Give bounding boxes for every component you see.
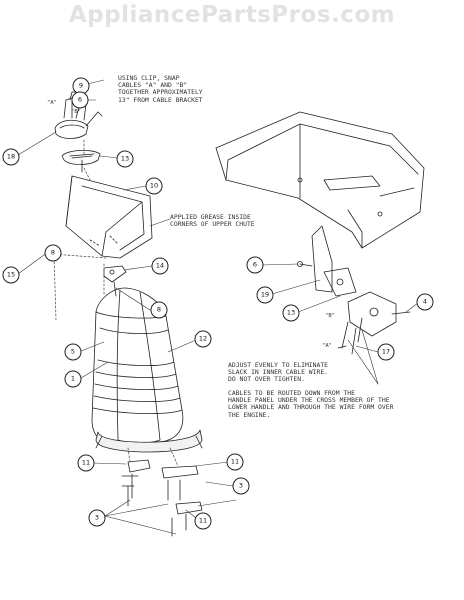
callout-11-right: 11	[226, 453, 244, 471]
callout-3-left: 3	[88, 509, 106, 527]
lower-chute	[91, 287, 184, 447]
cable-tag-a-right: "A"	[322, 343, 332, 349]
callout-18: 18	[2, 148, 20, 166]
cable-tag-a: "A"	[47, 100, 57, 106]
callout-5: 5	[64, 343, 82, 361]
callout-8: 8	[44, 244, 62, 262]
chute-keepers-hardware	[121, 459, 203, 537]
callout-4: 4	[416, 293, 434, 311]
deflector-knob-assembly	[54, 91, 103, 139]
callout-11-left: 11	[77, 454, 95, 472]
watermark: AppliancePartsPros.com	[68, 2, 396, 28]
cable-tag-b: "B"	[71, 109, 81, 115]
upper-chute	[65, 175, 153, 259]
callout-13: 13	[116, 150, 134, 168]
callout-11-bottom: 11	[194, 512, 212, 530]
chute-base-ring	[95, 429, 203, 453]
cable-tag-b-right: "B"	[325, 313, 335, 319]
routing-instruction-note: CABLES TO BE ROUTED DOWN FROM THE HANDLE…	[228, 389, 394, 419]
callout-1: 1	[64, 370, 82, 388]
mounting-bracket	[103, 265, 127, 297]
callout-3-right: 3	[232, 477, 250, 495]
adjust-instruction-note: ADJUST EVENLY TO ELIMINATE SLACK IN INNE…	[228, 361, 329, 384]
callout-10: 10	[145, 177, 163, 195]
callout-6-right: 6	[246, 256, 264, 274]
callout-13-right: 13	[282, 304, 300, 322]
callout-6: 6	[71, 91, 89, 109]
callout-12: 12	[194, 330, 212, 348]
callout-15: 15	[2, 266, 20, 284]
handle-panel	[215, 111, 425, 249]
callout-17: 17	[377, 343, 395, 361]
chute-crank-part	[61, 150, 101, 173]
callout-8-lower: 8	[150, 301, 168, 319]
callout-14: 14	[151, 257, 169, 275]
clip-instruction-note: USING CLIP, SNAP CABLES "A" AND "B" TOGE…	[118, 74, 203, 104]
handle-bracket	[297, 225, 357, 297]
cable-bracket	[337, 291, 411, 355]
grease-instruction-note: APPLIED GREASE INSIDE CORNERS OF UPPER C…	[170, 213, 255, 229]
callout-19: 19	[256, 286, 274, 304]
